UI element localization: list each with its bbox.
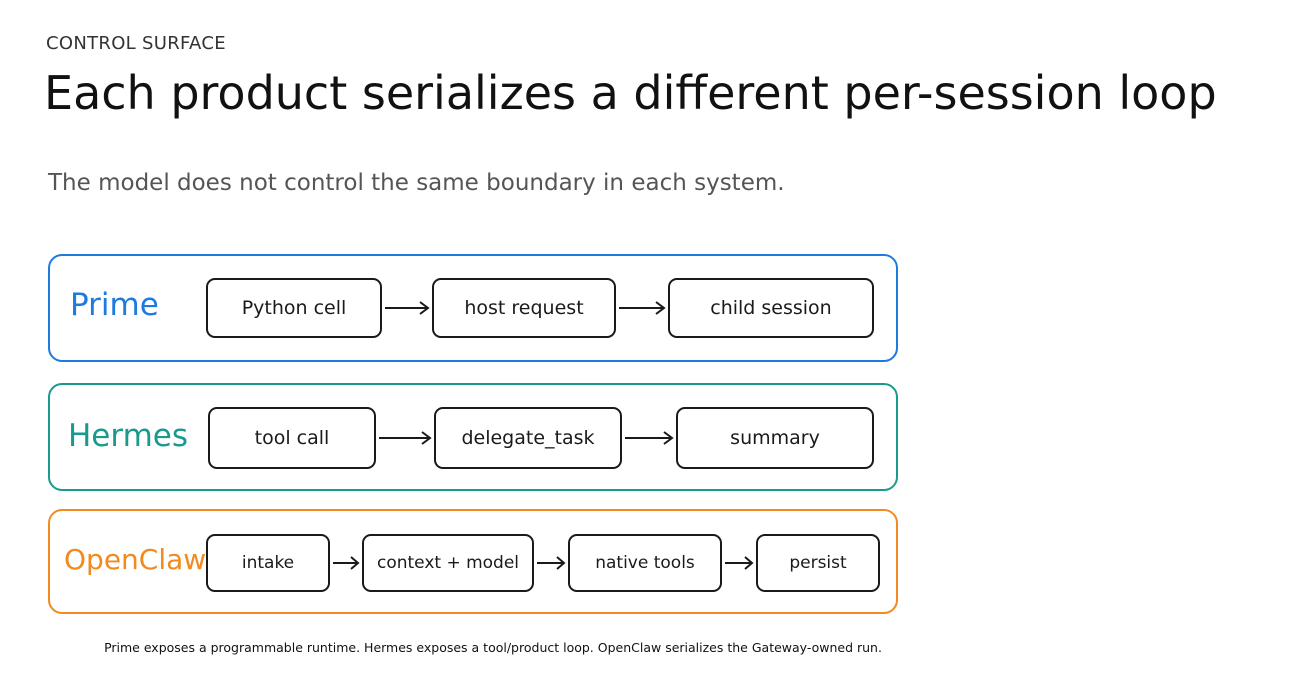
step-context-model: context + model <box>362 534 534 592</box>
step-delegate-task: delegate_task <box>434 407 622 469</box>
step-host-request: host request <box>432 278 616 338</box>
lane-label-hermes: Hermes <box>68 418 189 454</box>
arrow-right-icon <box>536 556 566 570</box>
arrow-right-icon <box>624 431 674 445</box>
step-native-tools: native tools <box>568 534 722 592</box>
step-summary: summary <box>676 407 874 469</box>
loop-diagram: Prime Python cell host request child ses… <box>34 200 912 680</box>
step-tool-call: tool call <box>208 407 376 469</box>
arrow-right-icon <box>618 301 666 315</box>
page-title: Each product serializes a different per-… <box>44 66 1217 120</box>
page-subtitle: The model does not control the same boun… <box>48 170 785 196</box>
step-persist: persist <box>756 534 880 592</box>
arrow-right-icon <box>384 301 430 315</box>
lane-hermes: Hermes tool call delegate_task summary <box>48 383 898 491</box>
lane-prime: Prime Python cell host request child ses… <box>48 254 898 362</box>
arrow-right-icon <box>378 431 432 445</box>
step-intake: intake <box>206 534 330 592</box>
lane-openclaw: OpenClaw intake context + model native t… <box>48 509 898 614</box>
diagram-caption: Prime exposes a programmable runtime. He… <box>104 640 882 655</box>
arrow-right-icon <box>724 556 754 570</box>
lane-label-prime: Prime <box>70 287 159 323</box>
section-eyebrow: CONTROL SURFACE <box>46 33 226 54</box>
step-child-session: child session <box>668 278 874 338</box>
step-python-cell: Python cell <box>206 278 382 338</box>
lane-label-openclaw: OpenClaw <box>64 543 207 576</box>
arrow-right-icon <box>332 556 360 570</box>
